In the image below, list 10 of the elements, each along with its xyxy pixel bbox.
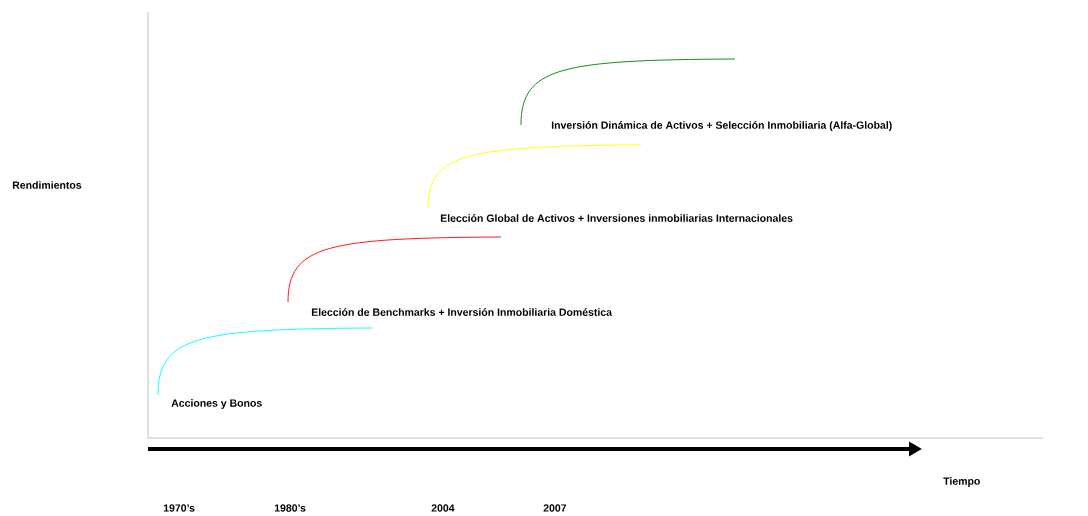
stage-label: Elección Global de Activos + Inversiones inmobiliarias Internacionales [440, 214, 793, 222]
axis-label: Tiempo [943, 477, 980, 487]
year-label: 1980’s [274, 504, 306, 512]
year-label: 2004 [431, 504, 455, 512]
year-label: 2007 [543, 504, 567, 512]
stage-label: Acciones y Bonos [171, 399, 262, 409]
axis-label: Rendimientos [12, 181, 82, 189]
stage-label: Elección de Benchmarks + Inversión Inmobiliaria Doméstica [311, 308, 613, 316]
stage-label: Inversión Dinámica de Activos + Selección Inmobiliaria (Alfa-Global) [551, 121, 892, 131]
year-label: 1970’s [163, 504, 195, 512]
